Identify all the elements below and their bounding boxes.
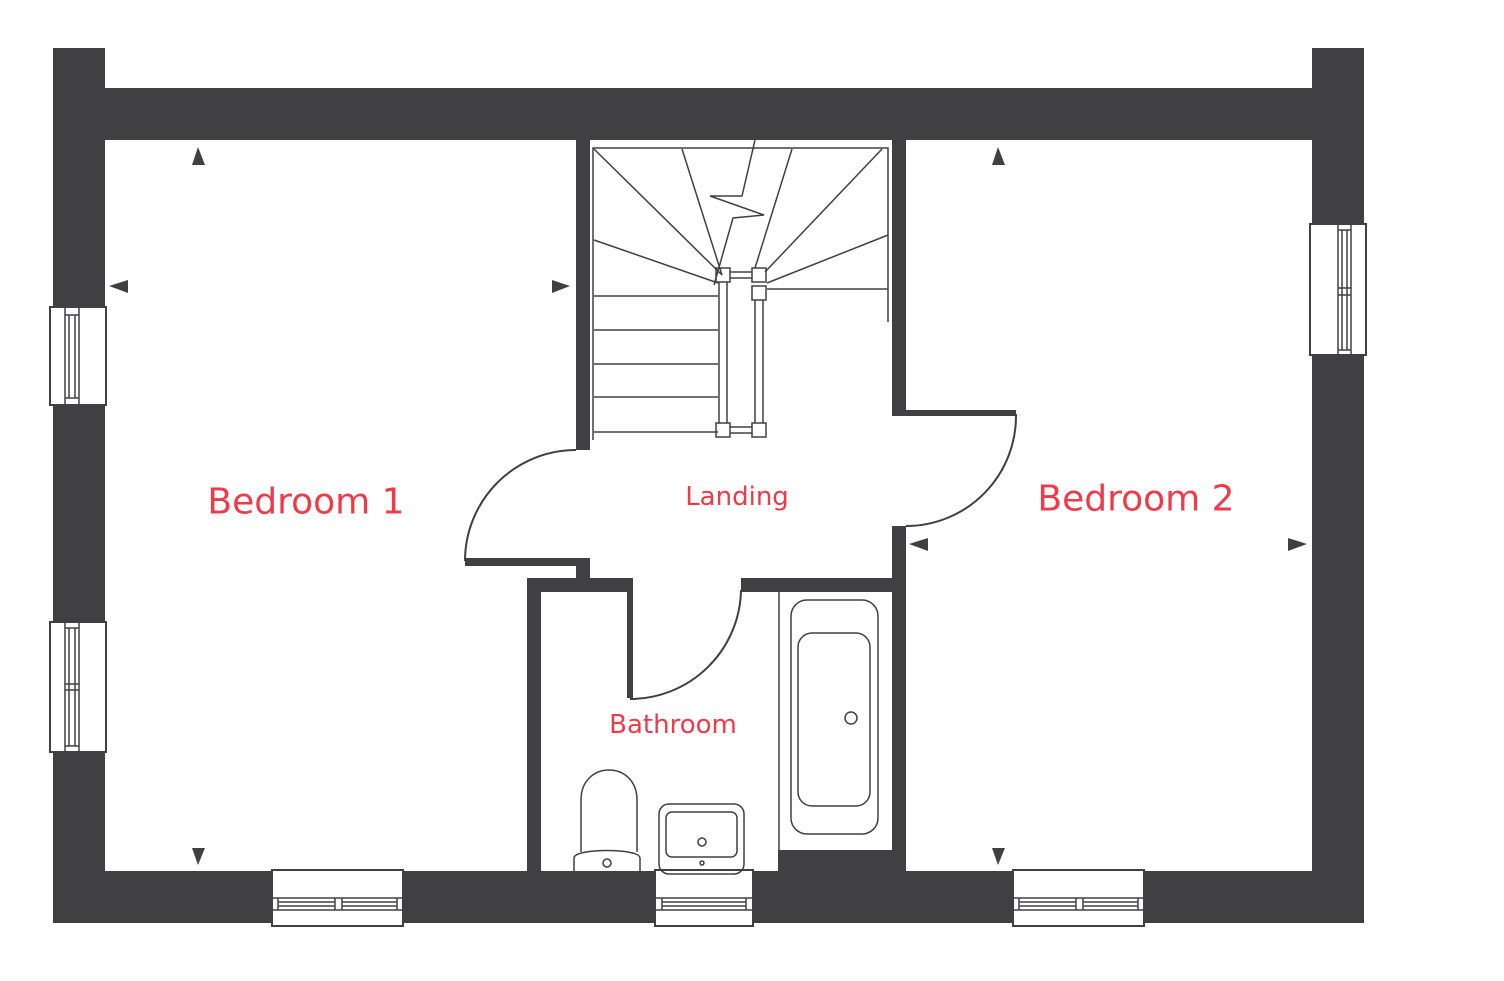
door-swing-icon <box>905 413 1018 527</box>
door-swing-icon <box>629 589 742 700</box>
bathtub-icon <box>778 592 879 850</box>
room-label-landing: Landing <box>685 482 789 512</box>
triangle-arrow-icon <box>909 538 928 551</box>
room-label-bedroom-1: Bedroom 1 <box>207 481 405 523</box>
window-icon <box>49 621 107 753</box>
dimension-markers <box>109 147 1307 865</box>
staircase-icon <box>592 139 889 440</box>
window-icon <box>271 869 404 927</box>
internal-walls <box>465 140 1016 871</box>
window-icon <box>1012 869 1145 927</box>
door-swing-icon <box>464 449 577 562</box>
toilet-icon <box>573 769 641 871</box>
triangle-arrow-icon <box>192 147 205 165</box>
triangle-arrow-icon <box>109 280 128 293</box>
door-swings <box>464 413 1018 700</box>
room-label-bathroom: Bathroom <box>609 710 737 740</box>
room-label-bedroom-2: Bedroom 2 <box>1037 478 1235 520</box>
triangle-arrow-icon <box>552 280 570 293</box>
basin-icon <box>658 803 745 875</box>
window-icon <box>654 869 754 927</box>
triangle-arrow-icon <box>1288 538 1307 551</box>
window-icon <box>49 306 107 406</box>
triangle-arrow-icon <box>992 147 1005 165</box>
triangle-arrow-icon <box>192 848 205 865</box>
windows <box>49 223 1367 927</box>
triangle-arrow-icon <box>992 848 1005 865</box>
window-icon <box>1309 223 1367 356</box>
